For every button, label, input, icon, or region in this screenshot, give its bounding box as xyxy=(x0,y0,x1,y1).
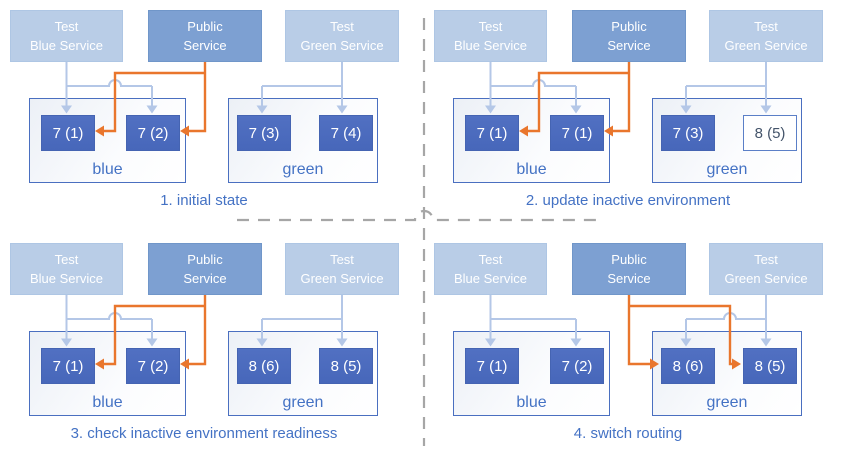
green-environment-box: 8 (6) 8 (5) green xyxy=(228,331,378,416)
service-label-line: Public xyxy=(187,251,223,267)
instance-box: 7 (4) xyxy=(319,115,373,151)
environment-label: green xyxy=(706,161,748,178)
panel-switch-routing: Test Blue Service Public Service Test Gr… xyxy=(424,233,848,456)
service-label-line: Test xyxy=(754,251,778,267)
service-label-line: Blue Service xyxy=(454,38,527,53)
test-blue-service-box: Test Blue Service xyxy=(10,10,123,62)
instance-box: 8 (6) xyxy=(661,348,715,384)
service-label-line: Test xyxy=(754,18,778,34)
blue-environment-box: 7 (1) 7 (1) blue xyxy=(453,98,610,183)
service-label-line: Public xyxy=(611,251,647,267)
test-blue-service-box: Test Blue Service xyxy=(434,243,547,295)
service-label-line: Test xyxy=(478,251,503,267)
test-green-service-box: Test Green Service xyxy=(285,243,399,295)
service-label-line: Service xyxy=(607,271,651,286)
panel-initial-state: Test Blue Service Public Service Test Gr… xyxy=(0,0,424,233)
instance-box: 7 (2) xyxy=(550,348,604,384)
green-environment-box: 7 (3) 8 (5) green xyxy=(652,98,802,183)
test-blue-service-box: Test Blue Service xyxy=(10,243,123,295)
public-service-box: Public Service xyxy=(148,243,262,295)
environment-label: blue xyxy=(92,161,123,178)
service-label-line: Blue Service xyxy=(30,271,103,286)
instance-box: 7 (3) xyxy=(661,115,715,151)
test-green-service-box: Test Green Service xyxy=(709,243,823,295)
instance-box: 7 (2) xyxy=(126,348,180,384)
test-green-service-box: Test Green Service xyxy=(285,10,399,62)
service-label-line: Service xyxy=(607,38,651,53)
service-label-line: Green Service xyxy=(300,271,384,286)
blue-environment-box: 7 (1) 7 (2) blue xyxy=(453,331,610,416)
service-label-line: Test xyxy=(330,18,354,34)
instance-box: 7 (1) xyxy=(550,115,604,151)
instance-box: 8 (6) xyxy=(237,348,291,384)
instance-box: 7 (1) xyxy=(465,115,519,151)
instance-box: 8 (5) xyxy=(319,348,373,384)
public-service-box: Public Service xyxy=(572,10,686,62)
panel-check-inactive-environment-readiness: Test Blue Service Public Service Test Gr… xyxy=(0,233,424,456)
service-label-line: Blue Service xyxy=(454,271,527,286)
environment-label: blue xyxy=(516,394,547,411)
blue-environment-box: 7 (1) 7 (2) blue xyxy=(29,98,186,183)
environment-label: green xyxy=(282,394,324,411)
public-service-box: Public Service xyxy=(572,243,686,295)
test-blue-service-box: Test Blue Service xyxy=(434,10,547,62)
service-label-line: Service xyxy=(183,271,227,286)
service-label-line: Public xyxy=(611,18,647,34)
environment-label: green xyxy=(706,394,748,411)
step-caption: 3. check inactive environment readiness xyxy=(70,425,338,442)
service-label-line: Test xyxy=(54,251,79,267)
step-caption: 2. update inactive environment xyxy=(525,192,731,209)
instance-box: 7 (1) xyxy=(41,348,95,384)
green-environment-box: 7 (3) 7 (4) green xyxy=(228,98,378,183)
service-label-line: Service xyxy=(183,38,227,53)
environment-label: green xyxy=(282,161,324,178)
environment-label: blue xyxy=(92,394,123,411)
panel-update-inactive-environment: Test Blue Service Public Service Test Gr… xyxy=(424,0,848,233)
service-label-line: Green Service xyxy=(724,271,808,286)
environment-label: blue xyxy=(516,161,547,178)
instance-box: 7 (2) xyxy=(126,115,180,151)
service-label-line: Blue Service xyxy=(30,38,103,53)
instance-box: 8 (5) xyxy=(743,348,797,384)
step-caption: 4. switch routing xyxy=(573,425,683,442)
service-label-line: Green Service xyxy=(724,38,808,53)
service-label-line: Green Service xyxy=(300,38,384,53)
public-service-box: Public Service xyxy=(148,10,262,62)
service-label-line: Test xyxy=(330,251,354,267)
service-label-line: Test xyxy=(54,18,79,34)
instance-box: 8 (5) xyxy=(743,115,797,151)
green-environment-box: 8 (6) 8 (5) green xyxy=(652,331,802,416)
instance-box: 7 (1) xyxy=(465,348,519,384)
blue-environment-box: 7 (1) 7 (2) blue xyxy=(29,331,186,416)
instance-box: 7 (1) xyxy=(41,115,95,151)
service-label-line: Public xyxy=(187,18,223,34)
instance-box: 7 (3) xyxy=(237,115,291,151)
test-green-service-box: Test Green Service xyxy=(709,10,823,62)
service-label-line: Test xyxy=(478,18,503,34)
step-caption: 1. initial state xyxy=(160,192,248,209)
